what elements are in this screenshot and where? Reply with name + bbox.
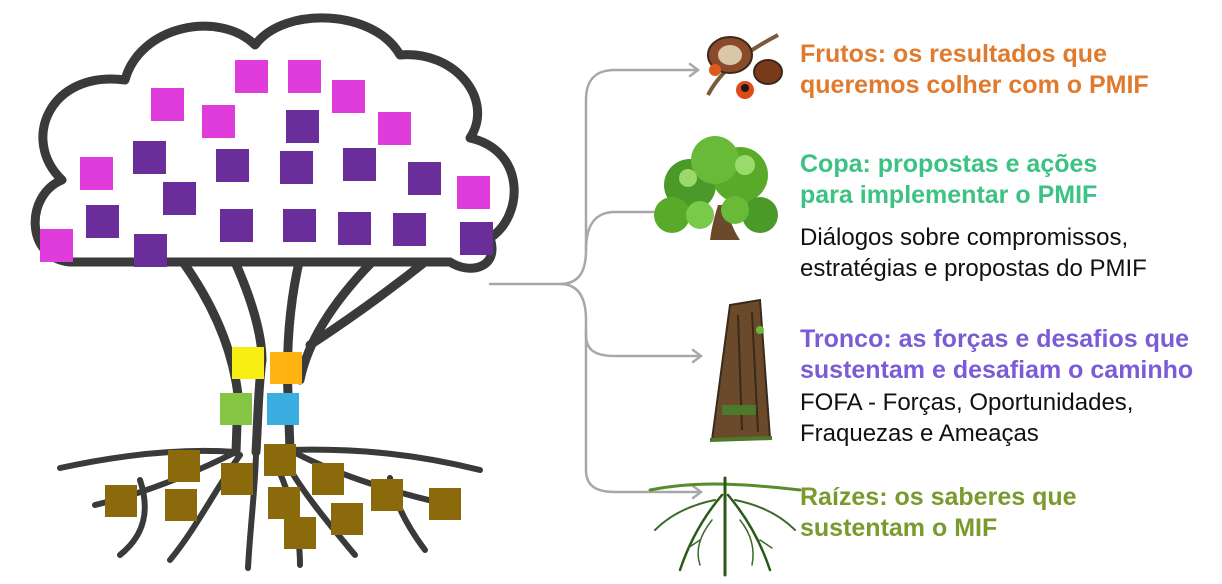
- fruit-icon: [706, 33, 783, 99]
- sticky-note: [220, 209, 253, 242]
- sticky-note: [312, 463, 344, 495]
- sticky-note: [284, 517, 316, 549]
- sticky-note: [232, 347, 264, 379]
- copa-description: Diálogos sobre compromissos, estratégias…: [800, 222, 1147, 284]
- sticky-note: [216, 149, 249, 182]
- tree-crown-icon: [654, 136, 778, 240]
- sticky-note: [264, 444, 296, 476]
- canopy-sticky-notes: [40, 60, 493, 267]
- tronco-description: FOFA - Forças, Oportunidades, Fraquezas …: [800, 387, 1133, 449]
- sticky-note: [331, 503, 363, 535]
- sticky-note: [267, 393, 299, 425]
- frutos-title-line-1: Frutos: os resultados que: [800, 40, 1107, 68]
- sticky-note: [460, 222, 493, 255]
- connector-lines: [488, 68, 702, 494]
- frutos-title: Frutos: os resultados que queremos colhe…: [800, 39, 1149, 101]
- connector-arrowheads: [688, 62, 704, 500]
- sticky-note: [133, 141, 166, 174]
- sticky-note: [202, 105, 235, 138]
- copa-title: Copa: propostas e ações para implementar…: [800, 149, 1097, 211]
- sticky-note: [235, 60, 268, 93]
- sticky-note: [105, 485, 137, 517]
- sticky-note: [408, 162, 441, 195]
- sticky-note: [429, 488, 461, 520]
- sticky-note: [40, 229, 73, 262]
- roots-icon: [648, 476, 802, 577]
- sticky-note: [288, 60, 321, 93]
- copa-description-line-1: Diálogos sobre compromissos,: [800, 224, 1129, 251]
- sticky-note: [221, 463, 253, 495]
- raizes-title: Raízes: os saberes que sustentam o MIF: [800, 482, 1077, 544]
- raizes-title-line-2: sustentam o MIF: [800, 514, 998, 542]
- tronco-description-line-1: FOFA - Forças, Oportunidades,: [800, 389, 1134, 416]
- sticky-note: [343, 148, 376, 181]
- trunk-icon: [709, 298, 773, 442]
- tronco-title-line-1: Tronco: as forças e desafios que: [800, 325, 1190, 353]
- root-sticky-notes: [105, 444, 461, 549]
- sticky-note: [283, 209, 316, 242]
- trunk-sticky-notes: [220, 347, 302, 425]
- sticky-note: [378, 112, 411, 145]
- sticky-note: [80, 157, 113, 190]
- sticky-note: [86, 205, 119, 238]
- copa-title-line-1: Copa: propostas e ações: [800, 150, 1098, 178]
- tree-canopy: [30, 13, 519, 273]
- sticky-note: [163, 182, 196, 215]
- sticky-note: [220, 393, 252, 425]
- tronco-title-line-2: sustentam e desafiam o caminho: [800, 356, 1194, 384]
- sticky-note: [151, 88, 184, 121]
- copa-title-line-2: para implementar o PMIF: [800, 181, 1098, 209]
- copa-description-line-2: estratégias e propostas do PMIF: [800, 255, 1147, 282]
- sticky-note: [286, 110, 319, 143]
- sticky-note: [270, 352, 302, 384]
- sticky-note: [371, 479, 403, 511]
- tronco-description-line-2: Fraquezas e Ameaças: [800, 420, 1039, 447]
- sticky-note: [332, 80, 365, 113]
- sticky-note: [134, 234, 167, 267]
- frutos-title-line-2: queremos colher com o PMIF: [800, 71, 1149, 99]
- raizes-title-line-1: Raízes: os saberes que: [800, 483, 1077, 511]
- sticky-note: [338, 212, 371, 245]
- tronco-title: Tronco: as forças e desafios que sustent…: [800, 324, 1193, 386]
- sticky-note: [393, 213, 426, 246]
- sticky-note: [457, 176, 490, 209]
- sticky-note: [168, 450, 200, 482]
- sticky-note: [280, 151, 313, 184]
- sticky-note: [165, 489, 197, 521]
- sticky-note: [268, 487, 300, 519]
